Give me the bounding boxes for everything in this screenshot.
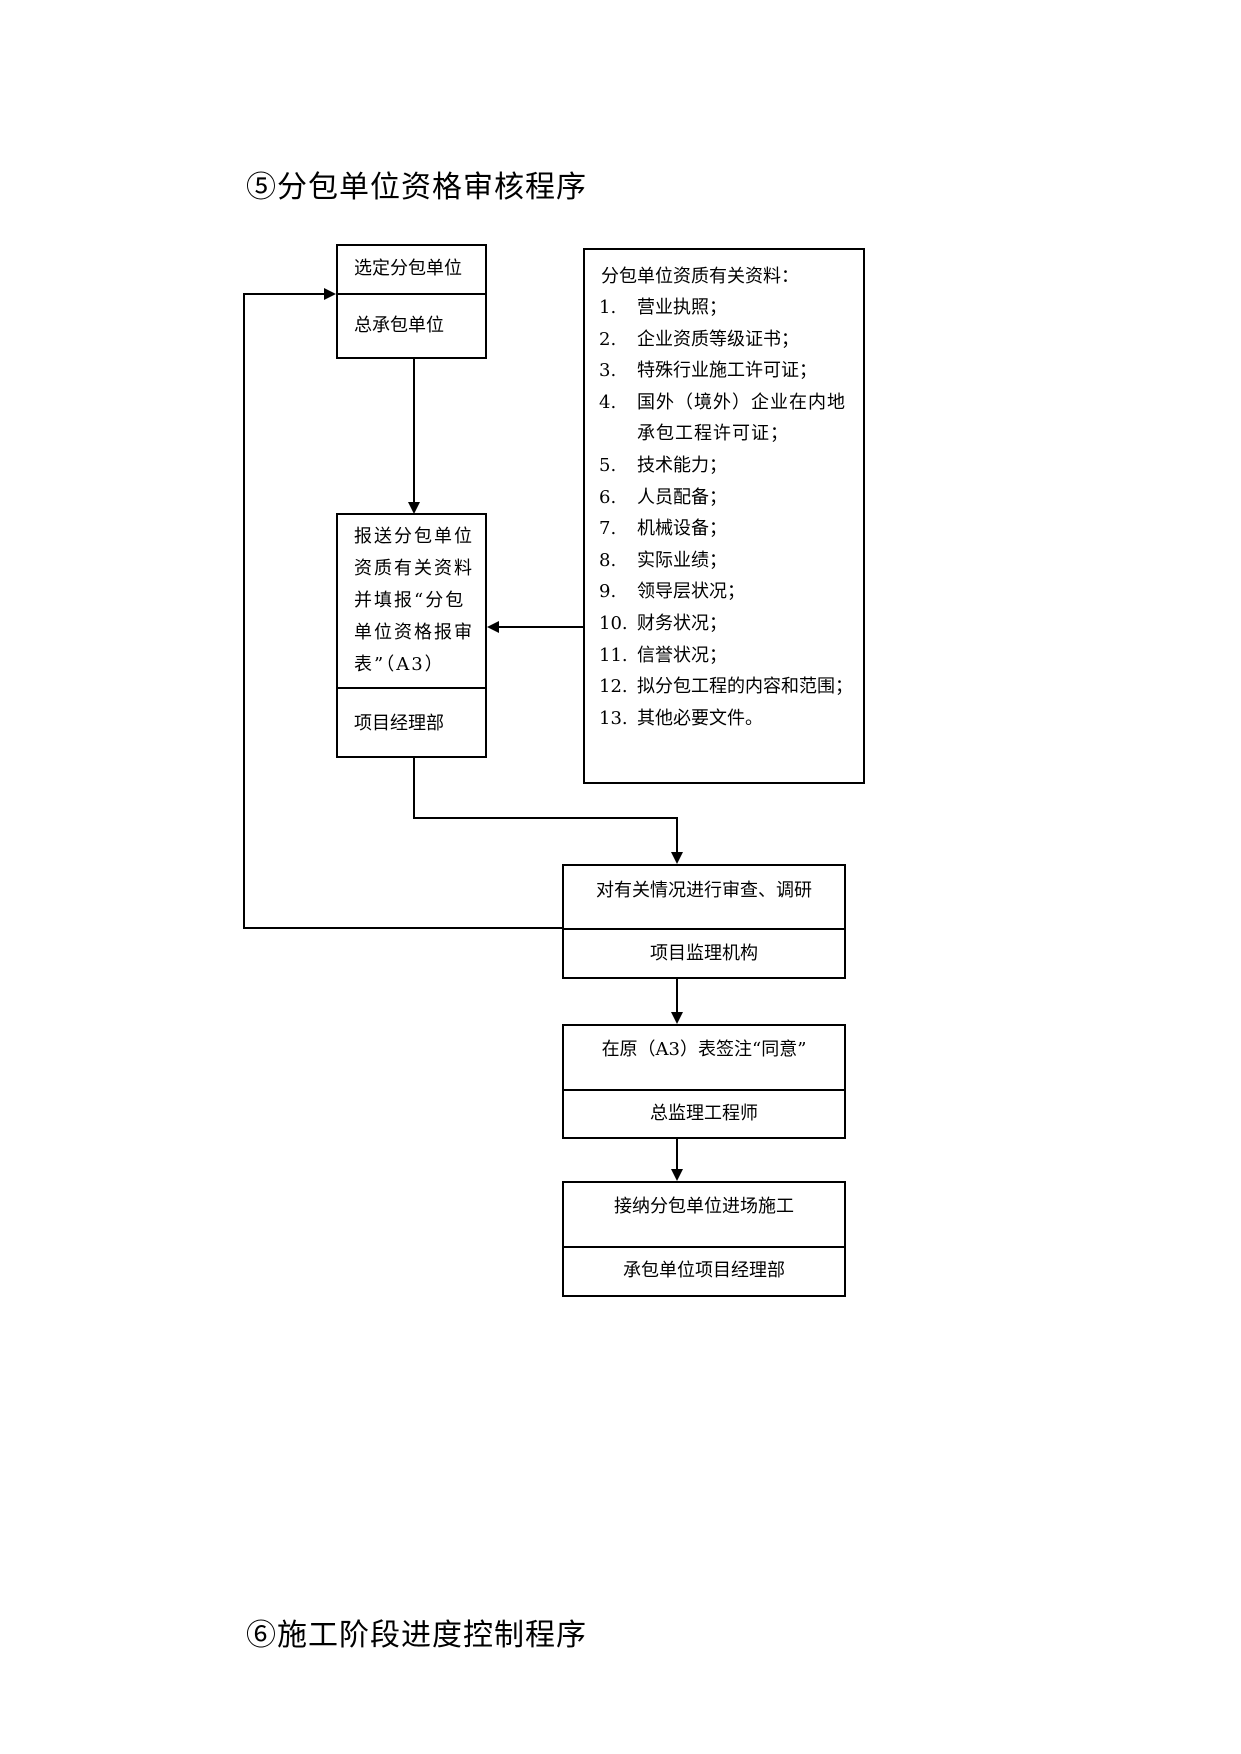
list-item-text: 企业资质等级证书； — [637, 328, 799, 350]
box-submit-task: 报送分包单位资质有关资料并填报“分包单位资格报审表”（A3） — [354, 526, 474, 675]
list-item-text: 领导层状况； — [637, 581, 745, 603]
box-accept-actor: 承包单位项目经理部 — [564, 1246, 844, 1295]
box-submit-materials: 报送分包单位资质有关资料并填报“分包单位资格报审表”（A3） 项目经理部 — [336, 513, 487, 758]
list-item: 3. 特殊行业施工许可证； — [599, 355, 861, 387]
list-item: 9. 领导层状况； — [599, 576, 861, 608]
list-item-text: 机械设备； — [637, 518, 727, 540]
list-item-number: 4. — [599, 391, 617, 413]
arrow-submit-to-review — [413, 758, 683, 864]
list-item: 2. 企业资质等级证书； — [599, 324, 861, 356]
list-item: 4. 国外（境外）企业在内地承包工程许可证； — [599, 387, 861, 450]
list-item-text: 拟分包工程的内容和范围； — [637, 676, 853, 698]
section-5-heading: ⑤分包单位资格审核程序 — [246, 170, 587, 205]
materials-title: 分包单位资质有关资料： — [601, 266, 799, 287]
list-item: 11. 信誉状况； — [599, 640, 861, 672]
list-item: 13. 其他必要文件。 — [599, 703, 861, 735]
box-review: 对有关情况进行审查、调研 项目监理机构 — [562, 864, 846, 979]
arrow-review-loop-to-select — [243, 288, 562, 929]
list-item-text: 其他必要文件。 — [637, 707, 763, 729]
list-item-number: 9. — [599, 581, 617, 603]
list-item-text: 特殊行业施工许可证； — [637, 360, 817, 382]
list-item: 10. 财务状况； — [599, 608, 861, 640]
list-item-number: 6. — [599, 486, 617, 508]
box-approve-task: 在原（A3）表签注“同意” — [601, 1039, 807, 1060]
box-approve-actor: 总监理工程师 — [564, 1089, 844, 1137]
list-item-number: 13. — [599, 707, 628, 729]
materials-list: 1. 营业执照； 2. 企业资质等级证书； 3. 特殊行业施工许可证； 4. 国外（境外… — [599, 292, 861, 734]
materials-list-box: 分包单位资质有关资料： 1. 营业执照； 2. 企业资质等级证书； 3. 特殊行业施工… — [583, 248, 865, 784]
box-select-actor: 总承包单位 — [338, 293, 485, 357]
list-item-text: 营业执照； — [637, 297, 727, 318]
list-item: 12. 拟分包工程的内容和范围； — [599, 671, 861, 703]
list-item-text: 信誉状况； — [637, 644, 727, 666]
box-review-task: 对有关情况进行审查、调研 — [596, 880, 812, 901]
section-6-heading: ⑥施工阶段进度控制程序 — [246, 1618, 587, 1653]
list-item-number: 8. — [599, 549, 617, 571]
box-select-task: 选定分包单位 — [354, 258, 462, 279]
list-item: 5. 技术能力； — [599, 450, 861, 482]
box-approve: 在原（A3）表签注“同意” 总监理工程师 — [562, 1024, 846, 1139]
list-item: 6. 人员配备； — [599, 482, 861, 514]
list-item-text: 技术能力； — [637, 454, 727, 476]
box-submit-actor: 项目经理部 — [338, 687, 485, 756]
list-item-text: 人员配备； — [637, 486, 727, 508]
list-item-number: 2. — [599, 328, 617, 350]
list-item-number: 5. — [599, 454, 617, 476]
box-select-subcontractor: 选定分包单位 总承包单位 — [336, 244, 487, 359]
box-accept-task: 接纳分包单位进场施工 — [614, 1196, 794, 1217]
box-accept: 接纳分包单位进场施工 承包单位项目经理部 — [562, 1181, 846, 1297]
list-item-number: 11. — [599, 644, 628, 666]
list-item: 8. 实际业绩； — [599, 545, 861, 577]
list-item-text: 实际业绩； — [637, 549, 727, 571]
list-item: 1. 营业执照； — [599, 292, 861, 324]
list-item-number: 3. — [599, 360, 617, 382]
list-item-number: 10. — [599, 612, 628, 634]
list-item-text: 财务状况； — [637, 612, 727, 634]
list-item-number: 1. — [599, 297, 617, 318]
list-item-number: 7. — [599, 518, 617, 540]
list-item-text: 国外（境外）企业在内地承包工程许可证； — [637, 391, 846, 445]
list-item: 7. 机械设备； — [599, 513, 861, 545]
list-item-number: 12. — [599, 676, 628, 698]
box-review-actor: 项目监理机构 — [564, 928, 844, 977]
